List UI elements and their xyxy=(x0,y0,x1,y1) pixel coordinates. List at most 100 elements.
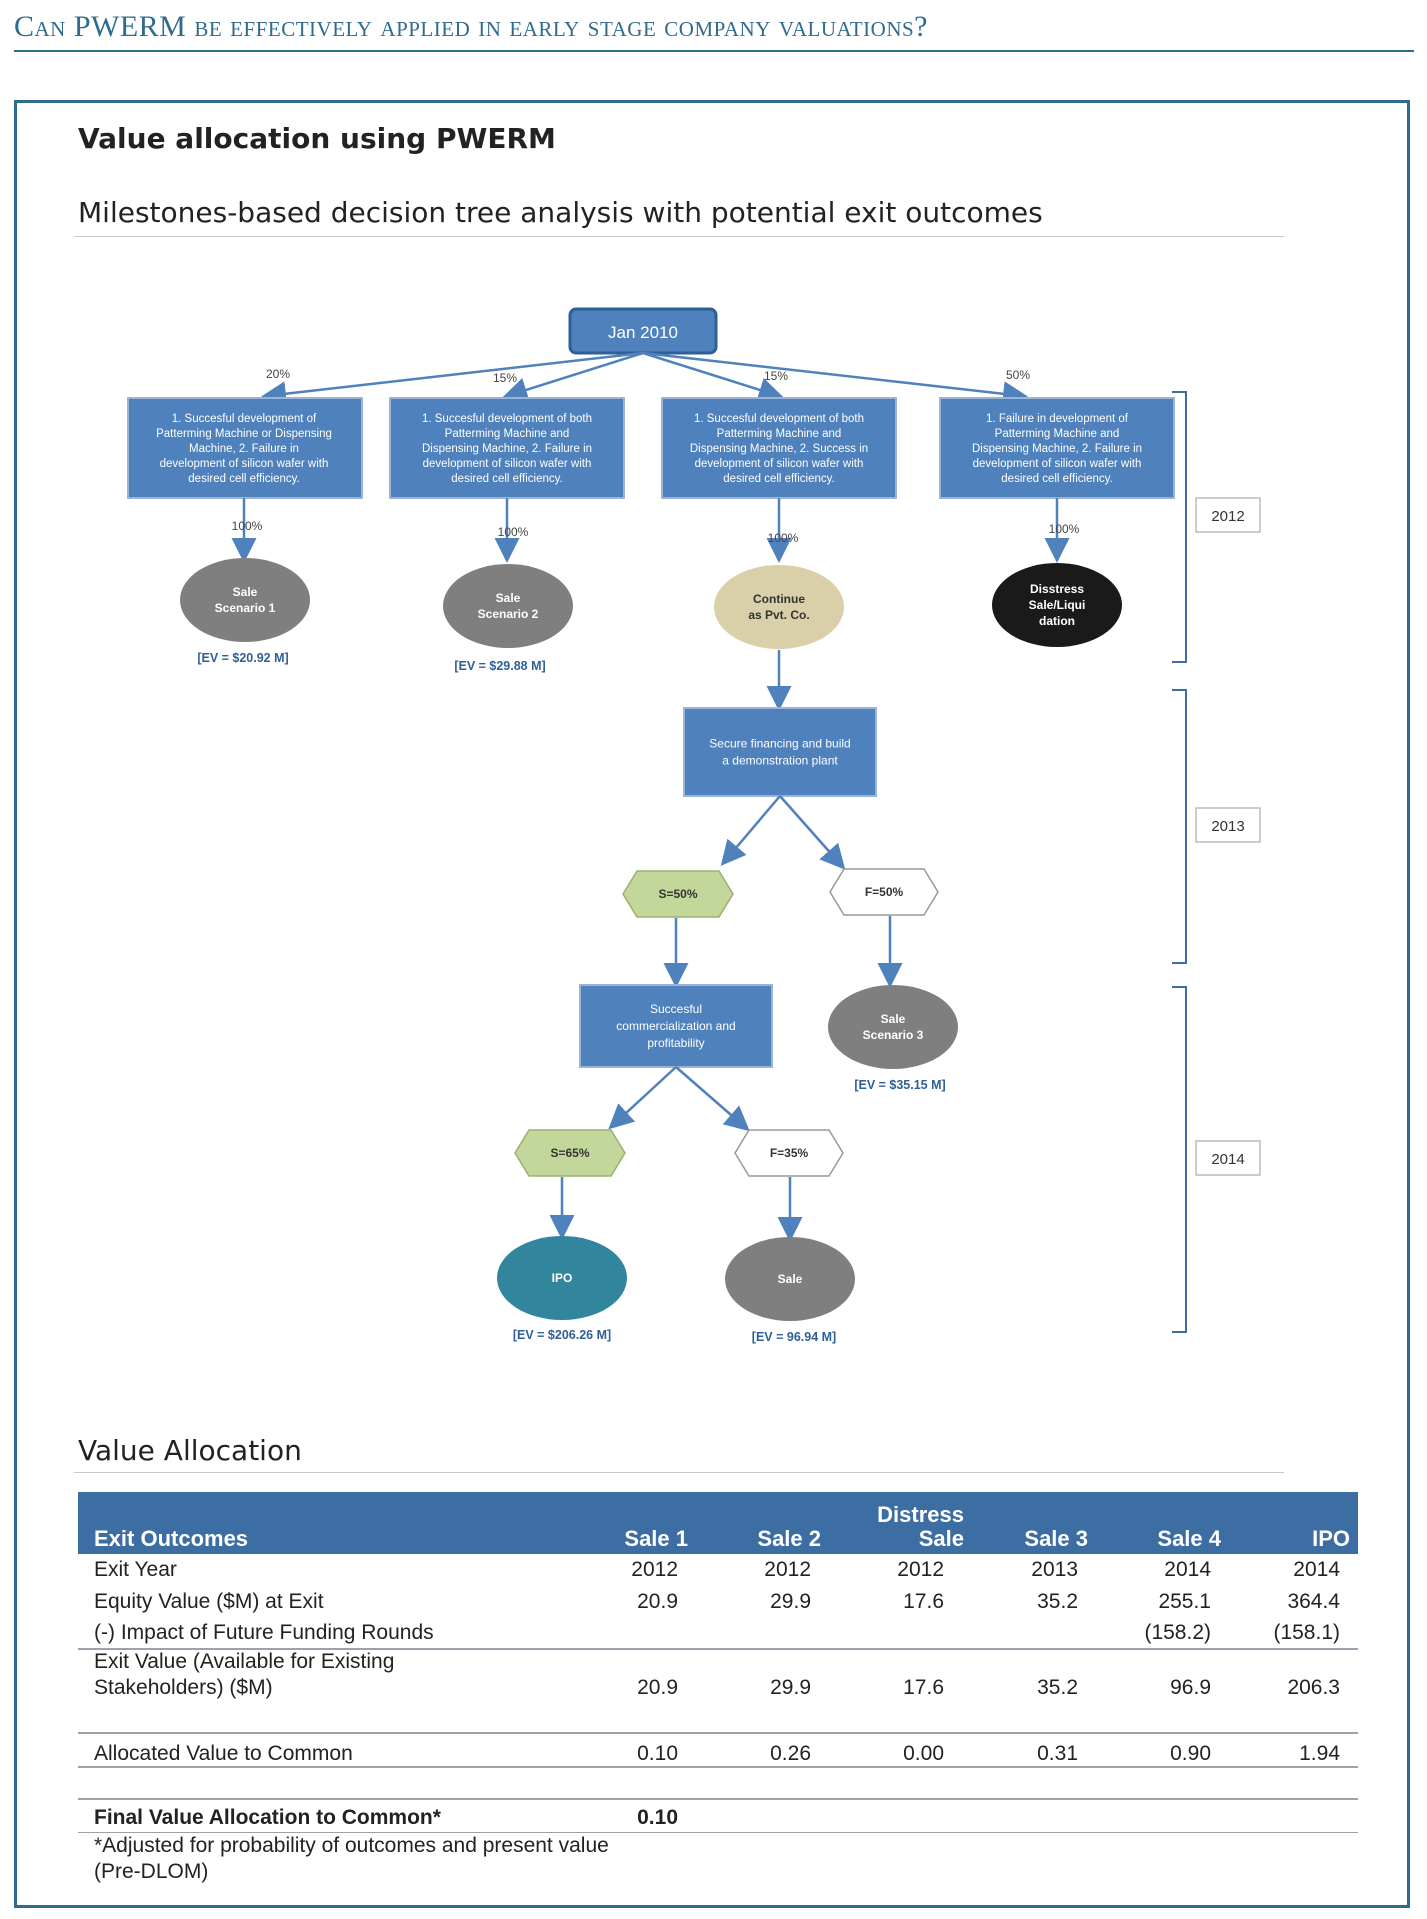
branch-probability: 20% xyxy=(266,367,290,381)
table-header: Exit Outcomes Sale 1 Sale 2 Distress Sal… xyxy=(78,1492,1358,1554)
cell: 29.9 xyxy=(770,1590,811,1613)
branch-probability: 50% xyxy=(1006,368,1030,382)
row-label-line2: Stakeholders) ($M) xyxy=(94,1676,273,1699)
subtitle-rule xyxy=(74,236,1284,237)
col-ipo: IPO xyxy=(1312,1526,1350,1551)
branch-probability: 15% xyxy=(493,371,517,385)
sale-node xyxy=(725,1237,855,1321)
row-label: Exit Year xyxy=(94,1558,177,1581)
decision-tree: Jan 2010 20% 1. Succesful development of Pa… xyxy=(127,307,1261,1344)
value-allocation-rule xyxy=(74,1472,1284,1473)
milestone-text: development of silicon wafer with xyxy=(695,458,864,470)
ipo-node xyxy=(497,1236,627,1320)
row-label: Exit Value (Available for Existing xyxy=(94,1650,395,1673)
row-label: (-) Impact of Future Funding Rounds xyxy=(94,1621,434,1644)
row-label: Allocated Value to Common xyxy=(94,1742,353,1765)
arrow xyxy=(608,1066,677,1130)
col-sale-1: Sale 1 xyxy=(624,1526,688,1551)
milestone-text: 1. Succesful development of xyxy=(172,413,317,425)
milestone-box xyxy=(661,397,897,499)
row-divider xyxy=(78,1648,1358,1650)
commercial-text: commercialization and xyxy=(616,1019,735,1033)
cell: 17.6 xyxy=(903,1676,944,1699)
cell: 29.9 xyxy=(770,1676,811,1699)
ev-label: [EV = $206.26 M] xyxy=(513,1328,611,1342)
col-distress-line1: Distress xyxy=(877,1502,964,1527)
cell: 96.9 xyxy=(1170,1676,1211,1699)
cell: 2012 xyxy=(764,1558,811,1581)
row-divider xyxy=(78,1766,1358,1768)
cell: 0.00 xyxy=(903,1742,944,1765)
outcome-label: Sale xyxy=(496,591,521,605)
probability-100: 100% xyxy=(498,525,529,539)
year-bracket xyxy=(1172,689,1187,964)
arrow xyxy=(642,351,784,402)
s50-label: S=50% xyxy=(658,887,697,901)
page-header-title: Can PWERM be effectively applied in earl… xyxy=(14,10,928,43)
year-box xyxy=(1195,497,1261,533)
cell: 206.3 xyxy=(1287,1676,1340,1699)
cell: (158.1) xyxy=(1273,1621,1340,1644)
milestone-text: desired cell efficiency. xyxy=(188,473,299,485)
milestone-text: Dispensing Machine, 2. Failure in xyxy=(422,443,592,455)
outcome-label: Scenario 2 xyxy=(478,607,539,621)
cell: 2012 xyxy=(631,1558,678,1581)
year-label: 2013 xyxy=(1211,818,1244,835)
cell: 20.9 xyxy=(637,1676,678,1699)
section-subtitle: Milestones-based decision tree analysis … xyxy=(78,196,1043,229)
probability-100: 100% xyxy=(1049,522,1080,536)
year-bracket xyxy=(1172,986,1187,1333)
col-sale-2: Sale 2 xyxy=(757,1526,821,1551)
f35-label: F=35% xyxy=(770,1146,809,1160)
year-label: 2014 xyxy=(1211,1151,1244,1168)
section-title: Value allocation using PWERM xyxy=(78,122,556,155)
arrow xyxy=(720,795,781,866)
row-divider xyxy=(78,1798,1358,1800)
value-allocation-title: Value Allocation xyxy=(78,1434,302,1467)
probability-100: 100% xyxy=(768,531,799,545)
sale-scenario-2-node xyxy=(443,564,573,648)
milestone-text: Patterming Machine and xyxy=(445,428,570,440)
financing-box xyxy=(683,707,877,797)
row-divider xyxy=(78,1832,1358,1833)
outcome-label: as Pvt. Co. xyxy=(748,608,809,622)
year-box xyxy=(1195,807,1261,843)
f35-node xyxy=(734,1129,844,1177)
outcome-label: Scenario 1 xyxy=(215,601,276,615)
ev-label: [EV = $20.92 M] xyxy=(197,651,288,665)
arrow xyxy=(261,351,644,407)
footnote-line2: (Pre-DLOM) xyxy=(94,1860,209,1883)
cell: 0.10 xyxy=(637,1742,678,1765)
root-label: Jan 2010 xyxy=(608,323,678,342)
branch-probability: 15% xyxy=(764,369,788,383)
milestone-text: development of silicon wafer with xyxy=(423,458,592,470)
s65-node xyxy=(514,1129,626,1177)
milestone-text: development of silicon wafer with xyxy=(973,458,1142,470)
milestone-text: desired cell efficiency. xyxy=(451,473,562,485)
col-exit-outcomes: Exit Outcomes xyxy=(94,1526,249,1551)
cell: 364.4 xyxy=(1287,1590,1340,1613)
milestone-text: Patterming Machine or Dispensing xyxy=(156,428,332,440)
milestone-box xyxy=(127,397,363,499)
footnote-line1: *Adjusted for probability of outcomes an… xyxy=(94,1834,609,1857)
cell: 2012 xyxy=(897,1558,944,1581)
sale-scenario-3-node xyxy=(828,985,958,1069)
milestone-text: 1. Succesful development of both xyxy=(694,413,864,425)
ev-label: [EV = 96.94 M] xyxy=(752,1330,836,1344)
cell: 20.9 xyxy=(637,1590,678,1613)
arrow xyxy=(502,351,644,402)
cell: 255.1 xyxy=(1158,1590,1211,1613)
year-label: 2012 xyxy=(1211,508,1244,525)
milestone-text: development of silicon wafer with xyxy=(160,458,329,470)
milestone-text: Dispensing Machine, 2. Success in xyxy=(690,443,868,455)
cell: 2014 xyxy=(1164,1558,1211,1581)
commercial-text: profitability xyxy=(647,1036,704,1050)
outcome-label: Scenario 3 xyxy=(863,1028,924,1042)
cell: 0.26 xyxy=(770,1742,811,1765)
s65-label: S=65% xyxy=(550,1146,589,1160)
milestone-text: Machine, 2. Failure in xyxy=(189,443,299,455)
row-label: Equity Value ($M) at Exit xyxy=(94,1590,324,1613)
header-rule xyxy=(14,50,1414,52)
milestone-text: desired cell efficiency. xyxy=(1001,473,1112,485)
commercial-text: Succesful xyxy=(650,1002,702,1016)
